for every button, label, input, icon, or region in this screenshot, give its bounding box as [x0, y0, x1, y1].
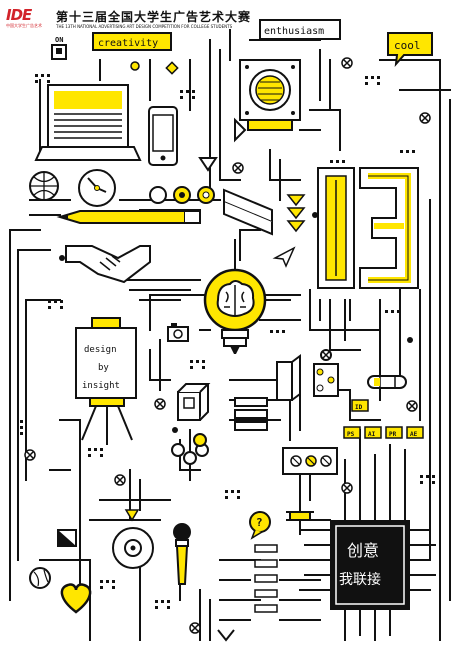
resistor-array: [254, 544, 278, 613]
header: IDE 中国大学生广告艺术 第十三届全国大学生广告艺术大赛 THE 13TH N…: [6, 6, 446, 34]
number-13-graphic: [317, 167, 419, 289]
logo-mark: IDE: [6, 6, 32, 24]
heart-icon: [60, 583, 92, 614]
corner-block-icon: [57, 529, 77, 547]
chip-text-line1: 创意: [347, 541, 379, 560]
pencil-icon: [56, 210, 201, 224]
laptop-icon: [34, 84, 142, 161]
dot-grid-patterns: [20, 74, 435, 609]
disc-icon: [112, 509, 154, 569]
design-text: design: [84, 345, 117, 355]
camera-icon: [167, 323, 189, 342]
resistor-pack: [234, 397, 268, 431]
lightbulb-icon: [203, 268, 267, 354]
cube-icon: [177, 383, 211, 421]
enthusiasm-label: enthusiasm: [264, 26, 324, 37]
transistor-icon: [286, 500, 314, 535]
component-blocks: [276, 349, 339, 401]
bottom-arrow-icon: [217, 629, 235, 642]
cool-label: cool: [394, 39, 421, 52]
clock-icon: [78, 169, 116, 207]
circuit-traces: [9, 29, 451, 641]
question-mark: ?: [256, 516, 263, 529]
tag-pr: PR: [389, 431, 397, 438]
competition-title-en: THE 13TH NATIONAL ADVERTISING ART DESIGN…: [56, 24, 233, 29]
block-3d-icon: [223, 188, 273, 236]
chip-text-line2: 我联接: [339, 571, 381, 588]
globe-icon: [29, 171, 59, 201]
accent-dots: [59, 61, 413, 433]
paper-plane-icon: [272, 246, 296, 268]
cool-bubble: cool: [387, 32, 433, 68]
tag-ai: AI: [368, 431, 376, 438]
on-label: ON: [55, 36, 63, 44]
insight-text: insight: [82, 381, 120, 391]
fuse-icon: [367, 375, 407, 389]
question-bubble: ?: [249, 511, 271, 540]
terminal-block: [282, 447, 338, 475]
phone-icon: [148, 106, 178, 166]
enthusiasm-tag: enthusiasm: [259, 19, 341, 40]
processor-chip: 创意 我联接: [330, 520, 410, 610]
capacitor-cluster: [171, 433, 209, 465]
creativity-label: creativity: [98, 38, 158, 49]
tag-id: ID: [355, 404, 363, 411]
competition-title: 第十三届全国大学生广告艺术大赛: [56, 10, 252, 24]
handshake-icon: [65, 245, 151, 284]
logo: IDE 中国大学生广告艺术: [6, 6, 48, 34]
logo-subtitle: 中国大学生广告艺术: [6, 23, 42, 28]
easel-board: design by insight: [75, 317, 137, 445]
software-tags: ID PS AI PR AE: [343, 399, 424, 439]
by-text: by: [98, 363, 109, 373]
microphone-icon: [173, 523, 191, 585]
tag-ae: AE: [410, 431, 418, 438]
sensor-icons: [149, 186, 215, 204]
creativity-tag: creativity: [92, 32, 172, 51]
on-switch: ON: [51, 36, 67, 60]
small-globe-icon: [29, 567, 51, 589]
marker-icons: [24, 57, 431, 634]
speaker-icon: [239, 59, 301, 131]
arrow-icons: [198, 117, 306, 233]
tag-ps: PS: [347, 431, 355, 438]
